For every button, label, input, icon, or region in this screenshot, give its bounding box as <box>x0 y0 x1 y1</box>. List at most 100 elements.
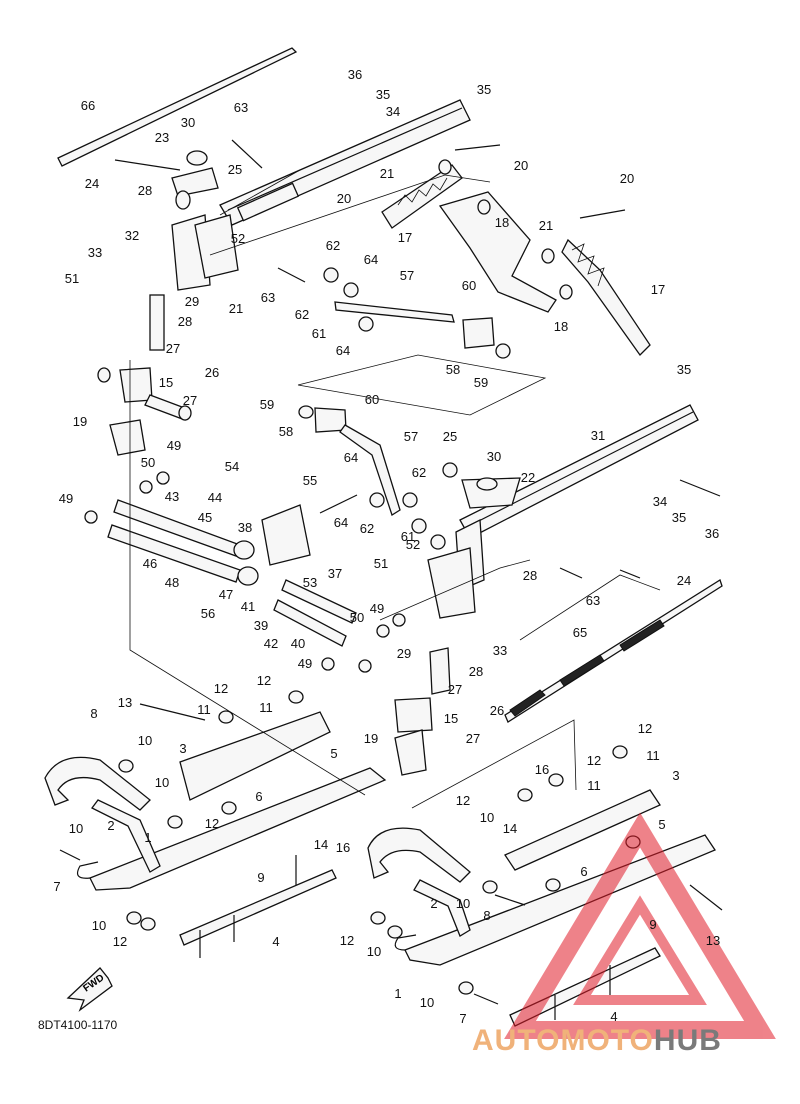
callout-46: 46 <box>143 556 157 571</box>
callout-49: 49 <box>370 601 384 616</box>
callout-21: 21 <box>229 301 243 316</box>
callout-63: 63 <box>234 100 248 115</box>
fwd-arrow: FWD <box>66 967 113 1012</box>
callout-numbers: 6636353435633023242528202120521820172132… <box>53 67 720 1026</box>
callout-35: 35 <box>477 82 491 97</box>
main-crossbar <box>394 404 723 776</box>
callout-12: 12 <box>214 681 228 696</box>
callout-17: 17 <box>398 230 412 245</box>
watermark-logo <box>504 812 776 1039</box>
callout-24: 24 <box>85 176 99 191</box>
callout-35: 35 <box>376 87 390 102</box>
callout-59: 59 <box>474 375 488 390</box>
callout-12: 12 <box>205 816 219 831</box>
callout-18: 18 <box>495 215 509 230</box>
callout-29: 29 <box>397 646 411 661</box>
callout-12: 12 <box>257 673 271 688</box>
upper-linkage <box>57 47 471 456</box>
callout-33: 33 <box>493 643 507 658</box>
callout-59: 59 <box>260 397 274 412</box>
callout-64: 64 <box>364 252 378 267</box>
callout-19: 19 <box>364 731 378 746</box>
callout-44: 44 <box>208 490 222 505</box>
callout-19: 19 <box>73 414 87 429</box>
callout-49: 49 <box>298 656 312 671</box>
watermark-text: AUTOMOTOHUB <box>472 1024 722 1058</box>
callout-12: 12 <box>113 934 127 949</box>
callout-10: 10 <box>480 810 494 825</box>
callout-12: 12 <box>456 793 470 808</box>
callout-2: 2 <box>430 896 437 911</box>
callout-15: 15 <box>444 711 458 726</box>
callout-13: 13 <box>706 933 720 948</box>
callout-57: 57 <box>404 429 418 444</box>
callout-65: 65 <box>573 625 587 640</box>
callout-50: 50 <box>350 610 364 625</box>
callout-9: 9 <box>257 870 264 885</box>
callout-10: 10 <box>420 995 434 1010</box>
callout-54: 54 <box>225 459 239 474</box>
callout-7: 7 <box>53 879 60 894</box>
callout-51: 51 <box>65 271 79 286</box>
callout-28: 28 <box>138 183 152 198</box>
callout-10: 10 <box>92 918 106 933</box>
callout-25: 25 <box>443 429 457 444</box>
drawing-code: 8DT4100-1170 <box>38 1018 118 1032</box>
callout-30: 30 <box>487 449 501 464</box>
callout-63: 63 <box>261 290 275 305</box>
callout-16: 16 <box>336 840 350 855</box>
left-ski <box>44 690 387 958</box>
callout-10: 10 <box>155 775 169 790</box>
callout-58: 58 <box>446 362 460 377</box>
callout-29: 29 <box>185 294 199 309</box>
callout-36: 36 <box>348 67 362 82</box>
callout-39: 39 <box>254 618 268 633</box>
callout-3: 3 <box>672 768 679 783</box>
callout-48: 48 <box>165 575 179 590</box>
right-ski <box>367 745 723 1027</box>
watermark-brand-b: HUB <box>653 1024 722 1057</box>
callout-50: 50 <box>141 455 155 470</box>
callout-55: 55 <box>303 473 317 488</box>
callout-27: 27 <box>466 731 480 746</box>
callout-43: 43 <box>165 489 179 504</box>
callout-4: 4 <box>610 1009 617 1024</box>
callout-17: 17 <box>651 282 665 297</box>
reference-lines <box>129 169 661 809</box>
callout-9: 9 <box>649 917 656 932</box>
callout-26: 26 <box>490 703 504 718</box>
callout-38: 38 <box>238 520 252 535</box>
callout-14: 14 <box>503 821 517 836</box>
callout-5: 5 <box>658 817 665 832</box>
callout-22: 22 <box>521 470 535 485</box>
callout-60: 60 <box>462 278 476 293</box>
callout-14: 14 <box>314 837 328 852</box>
callout-1: 1 <box>394 986 401 1001</box>
callout-62: 62 <box>412 465 426 480</box>
callout-47: 47 <box>219 587 233 602</box>
callout-10: 10 <box>456 896 470 911</box>
callout-63: 63 <box>586 593 600 608</box>
center-links <box>277 267 511 550</box>
callout-23: 23 <box>155 130 169 145</box>
callout-49: 49 <box>59 491 73 506</box>
callout-41: 41 <box>241 599 255 614</box>
callout-12: 12 <box>340 933 354 948</box>
callout-12: 12 <box>638 721 652 736</box>
callout-64: 64 <box>334 515 348 530</box>
callout-12: 12 <box>587 753 601 768</box>
callout-57: 57 <box>400 268 414 283</box>
callout-56: 56 <box>201 606 215 621</box>
callout-51: 51 <box>374 556 388 571</box>
callout-31: 31 <box>591 428 605 443</box>
callout-35: 35 <box>672 510 686 525</box>
callout-11: 11 <box>259 700 273 715</box>
callout-6: 6 <box>580 864 587 879</box>
callout-24: 24 <box>677 573 691 588</box>
callout-33: 33 <box>88 245 102 260</box>
callout-2: 2 <box>107 818 114 833</box>
callout-16: 16 <box>535 762 549 777</box>
callout-37: 37 <box>328 566 342 581</box>
callout-52: 52 <box>231 231 245 246</box>
